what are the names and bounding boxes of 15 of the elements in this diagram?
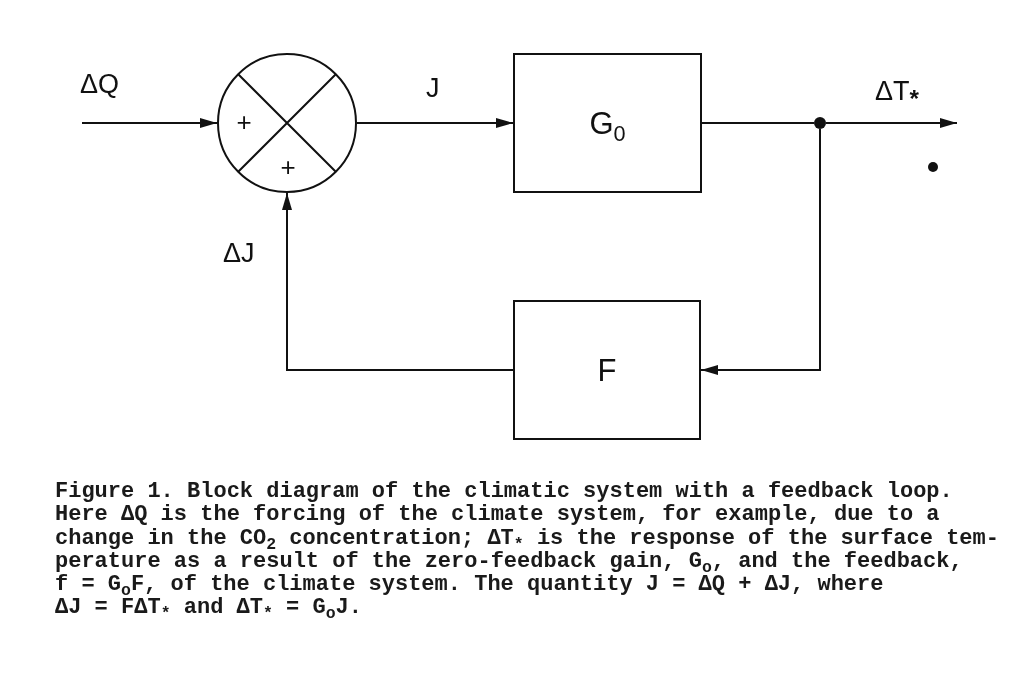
process-box: [513, 53, 702, 193]
arrow: [700, 128, 821, 375]
plus-sign: +: [236, 109, 252, 135]
connector-line: [701, 122, 815, 124]
summing-junction: [217, 53, 357, 193]
arrow: [825, 118, 958, 128]
arrow: [356, 118, 514, 128]
box-label: F: [597, 354, 617, 386]
figure-caption: Figure 1. Block diagram of the climatic system with a feedback loop. Here ΔQ is the forcing of the climate system, for example, due to a change in the CO$_{2}$ concentration; ΔT$_{*}$ is the response of the surface tem- perature as a result of the zero-feedback gain, G$_{o}$, and the feedback, f = G$_{o}$F, of the climate system. The quantity J = ΔQ + ΔJ, where ΔJ = FΔT$_{*}$ and ΔT$_{*}$ = G$_{o}$J.: [55, 480, 1000, 620]
arrow: [282, 192, 514, 371]
box-label: G$_{0}$: [589, 107, 626, 139]
arrow: [81, 118, 218, 128]
plus-sign: +: [280, 154, 296, 180]
junction-dot: [814, 117, 826, 129]
process-box: [513, 300, 701, 440]
